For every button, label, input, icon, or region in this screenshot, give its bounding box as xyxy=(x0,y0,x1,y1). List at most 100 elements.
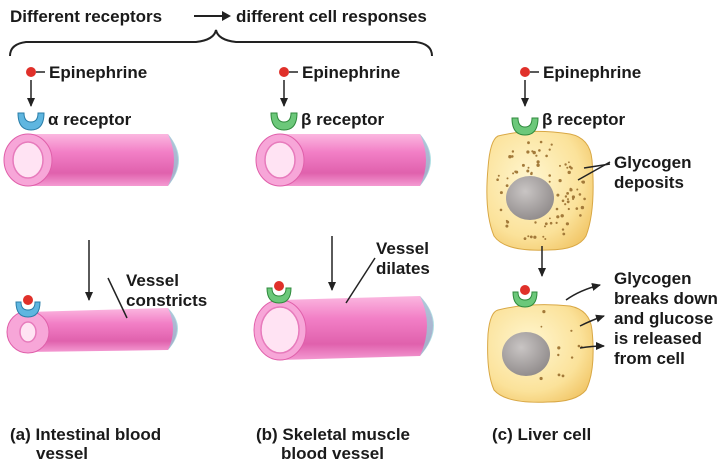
speckle-dot xyxy=(567,198,569,201)
panel-c-deposits-line2: deposits xyxy=(614,173,684,192)
panel-b-ligand-label: Epinephrine xyxy=(302,63,400,82)
speckle-dot xyxy=(540,325,543,328)
glycogen-deposit-dots xyxy=(496,140,586,241)
speckle-dot xyxy=(506,177,509,180)
header-right-label: different cell responses xyxy=(236,7,427,26)
speckle-dot xyxy=(511,150,515,153)
speckle-dot xyxy=(557,373,561,377)
speckle-dot xyxy=(564,203,567,206)
panel-b-response-line1: Vessel xyxy=(376,239,429,258)
panel-c-receptor-label: β receptor xyxy=(542,110,626,129)
speckle-dot xyxy=(511,155,514,158)
speckle-dot xyxy=(569,188,573,192)
speckle-dot xyxy=(570,356,574,359)
speckle-dot xyxy=(499,191,503,195)
panel-a-receptor-label: α receptor xyxy=(48,110,132,129)
speckle-dot xyxy=(530,171,533,174)
speckle-dot xyxy=(514,170,517,173)
panel-c-cell-bottom xyxy=(487,304,594,403)
panel-b-caption-line1: (b) Skeletal muscle xyxy=(256,425,410,444)
beta-receptor-bound-icon xyxy=(512,291,538,308)
speckle-dot xyxy=(579,214,582,217)
speckle-dot xyxy=(527,235,530,238)
speckle-dot xyxy=(572,197,575,200)
speckle-dot xyxy=(532,150,536,155)
speckle-dot xyxy=(496,178,499,181)
header-arrow-icon xyxy=(194,11,231,21)
speckle-dot xyxy=(542,310,546,314)
speckle-dot xyxy=(505,184,509,188)
speckle-dot xyxy=(555,221,558,224)
speckle-dot xyxy=(566,200,570,204)
speckle-dot xyxy=(557,353,560,357)
speckle-dot xyxy=(523,237,527,241)
speckle-dot xyxy=(555,207,559,211)
speckle-dot xyxy=(548,148,551,151)
speckle-dot xyxy=(571,195,576,199)
speckle-dot xyxy=(548,174,551,177)
panel-c-caption-line1: (c) Liver cell xyxy=(492,425,591,444)
panel-c-response-line3: and glucose xyxy=(614,309,713,328)
speckle-dot xyxy=(577,344,581,348)
epinephrine-molecule-icon xyxy=(279,67,289,77)
panel-a-caption-line1: (a) Intestinal blood xyxy=(10,425,161,444)
speckle-dot xyxy=(570,166,573,170)
panel-c-response-line2: breaks down xyxy=(614,289,718,308)
speckle-dot xyxy=(544,222,548,226)
speckle-dot xyxy=(549,221,553,225)
speckle-dot xyxy=(526,169,530,173)
speckle-dot xyxy=(549,217,551,220)
panel-a-vessel-bottom xyxy=(6,308,178,354)
speckle-dot xyxy=(558,179,562,183)
panel-a-vessel-top xyxy=(3,133,179,187)
speckle-dot xyxy=(575,207,579,210)
speckle-dot xyxy=(506,220,510,224)
speckle-dot xyxy=(527,141,530,145)
speckle-dot xyxy=(565,222,570,226)
speckle-dot xyxy=(527,166,530,169)
panel-b-response-line2: dilates xyxy=(376,259,430,278)
speckle-dot xyxy=(534,221,537,224)
panel-b-caption-line2: blood vessel xyxy=(281,444,384,462)
speckle-dot xyxy=(550,143,553,146)
speckle-dot xyxy=(542,235,545,238)
speckle-dot xyxy=(538,149,541,152)
release-arrows xyxy=(565,283,605,351)
panel-a-response-line2: constricts xyxy=(126,291,207,310)
speckle-dot xyxy=(561,228,565,231)
speckle-dot xyxy=(583,197,586,201)
speckle-dot xyxy=(566,192,569,195)
speckle-dot xyxy=(536,163,540,167)
epinephrine-bound-icon xyxy=(274,281,284,291)
speckle-dot xyxy=(533,235,537,239)
alpha-receptor-bound-icon xyxy=(15,301,41,318)
nucleus-icon xyxy=(506,176,554,220)
header-brace xyxy=(9,29,433,57)
epinephrine-molecule-icon xyxy=(26,67,36,77)
speckle-dot xyxy=(564,195,568,198)
speckle-dot xyxy=(581,180,584,184)
speckle-dot xyxy=(566,166,569,169)
speckle-dot xyxy=(499,208,503,212)
speckle-dot xyxy=(561,374,565,378)
panel-b: Epinephrine β receptor Vessel dilates (b… xyxy=(253,63,434,463)
speckle-dot xyxy=(497,174,500,177)
speckle-dot xyxy=(544,225,546,228)
speckle-dot xyxy=(578,193,582,196)
panel-c-ligand-label: Epinephrine xyxy=(543,63,641,82)
speckle-dot xyxy=(567,207,570,211)
panel-c-response-line5: from cell xyxy=(614,349,685,368)
speckle-dot xyxy=(544,238,547,240)
panel-c: Epinephrine β receptor Glycogen deposits xyxy=(486,63,718,444)
beta-receptor-icon xyxy=(511,117,539,136)
speckle-dot xyxy=(556,193,560,197)
speckle-dot xyxy=(521,163,525,167)
speckle-dot xyxy=(539,140,543,144)
speckle-dot xyxy=(560,214,564,218)
speckle-dot xyxy=(564,163,567,166)
speckle-dot xyxy=(548,180,551,183)
speckle-dot xyxy=(567,170,571,175)
speckle-dot xyxy=(576,188,579,191)
